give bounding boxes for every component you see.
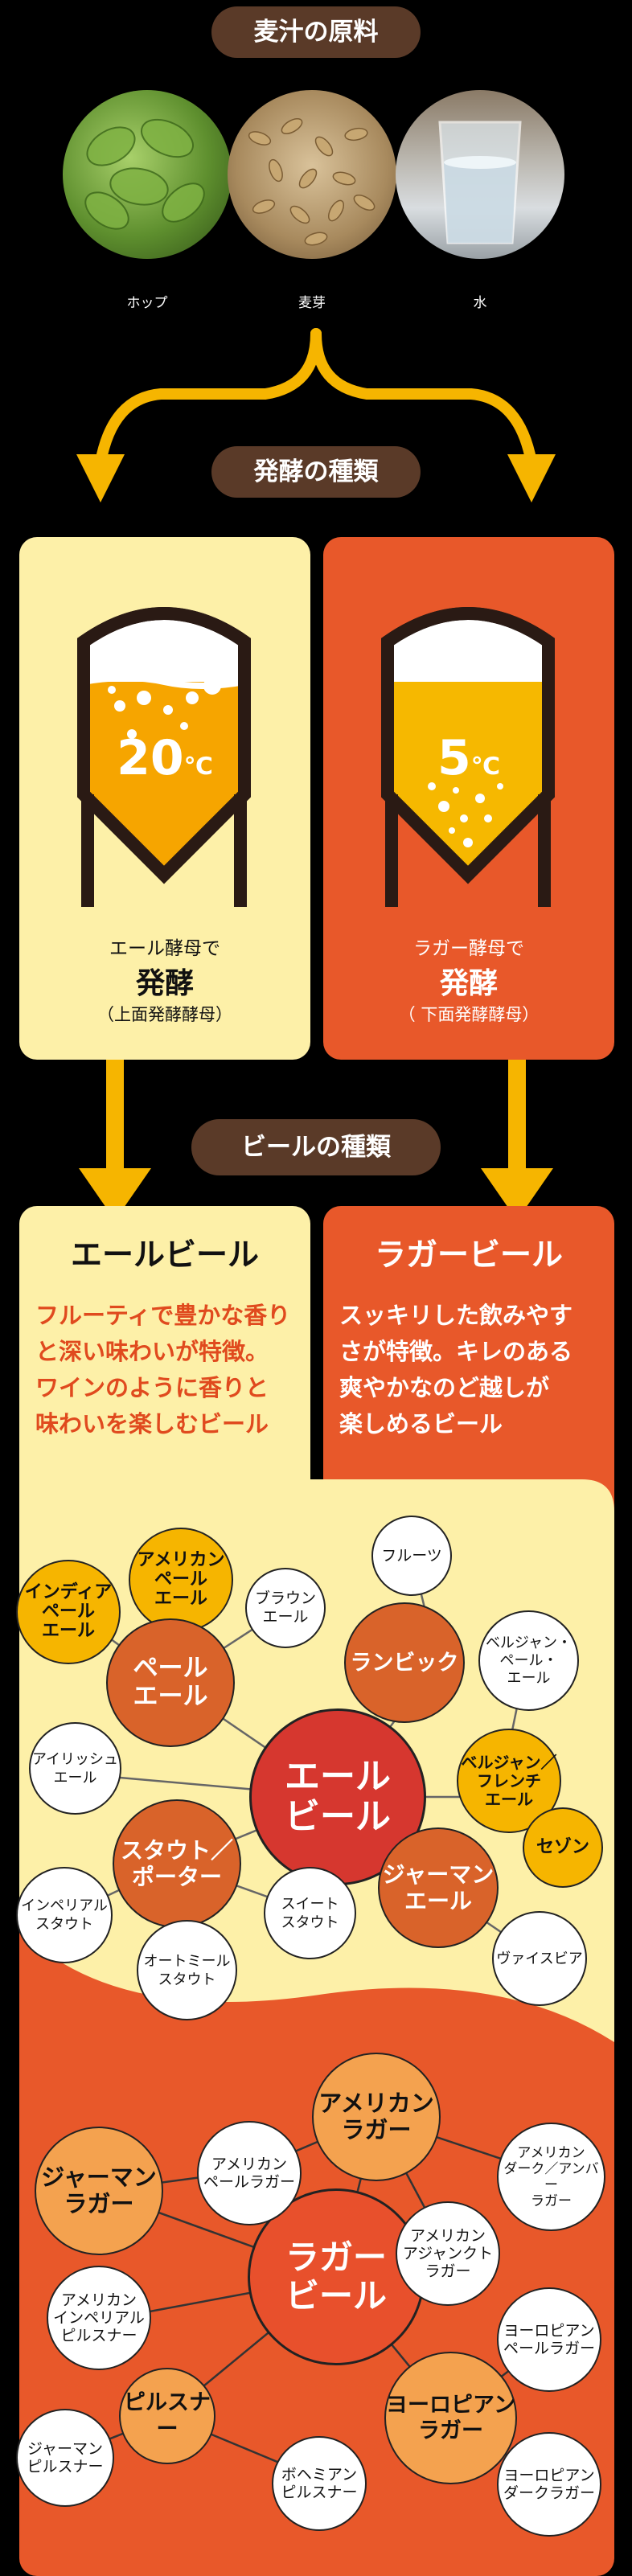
node-german-pilsner: ジャーマン ピルスナー xyxy=(16,2409,114,2507)
ale-yeast-line: エール酵母で xyxy=(109,938,220,959)
node-weissbier: ヴァイスビア xyxy=(492,1911,587,2006)
split-arrows xyxy=(76,328,556,502)
node-india-pale-ale: インディア ペール エール xyxy=(16,1560,121,1664)
node-oatmeal-stout: オートミール スタウト xyxy=(137,1920,237,2020)
arrow-down-left-icon xyxy=(76,454,125,502)
node-european-dark-lager: ヨーロピアン ダークラガー xyxy=(497,2432,601,2537)
water-image xyxy=(396,90,564,259)
water-glass-icon xyxy=(438,121,522,244)
lager-beer-title: ラガービール xyxy=(374,1237,563,1274)
lager-yeast-type: （ 下面発酵酵母） xyxy=(398,1005,540,1024)
node-stout-porter: スタウト／ ポーター xyxy=(113,1799,241,1928)
arrow-down-lager-icon xyxy=(481,1168,553,1220)
ale-beer-description: フルーティで豊かな香り と深い味わいが特徴。 ワインのように香りと 味わいを楽し… xyxy=(35,1302,291,1438)
lager-tank-icon xyxy=(381,607,555,907)
ingredient-label-hops: ホップ xyxy=(126,295,168,311)
node-lager-beer: ラガー ビール xyxy=(248,2188,425,2365)
node-american-imperial-pilsner: アメリカン インペリアル ピルスナー xyxy=(47,2266,151,2370)
arrow-down-ale-icon xyxy=(79,1168,151,1220)
node-irish-ale: アイリッシュ エール xyxy=(29,1722,121,1815)
lager-beer-panel: ラガービール スッキリした飲みやす さが特徴。キレのある 爽やかなのど越しが 楽… xyxy=(323,1206,614,1503)
node-saison: セゾン xyxy=(523,1807,603,1888)
ale-beer-title: エールビール xyxy=(70,1237,259,1274)
node-american-lager: アメリカン ラガー xyxy=(312,2053,441,2181)
node-american-pale-lager: アメリカン ペールラガー xyxy=(197,2121,302,2225)
ale-beer-panel: エールビール フルーティで豊かな香り と深い味わいが特徴。 ワインのように香りと… xyxy=(19,1206,310,1503)
node-american-dark-amber-lager: アメリカン ダーク／アンバー ラガー xyxy=(497,2123,605,2231)
ale-temperature: 20℃ xyxy=(117,730,213,786)
node-american-adjunct-lager: アメリカン アジャンクト ラガー xyxy=(396,2201,500,2306)
malt-texture-icon xyxy=(248,117,376,246)
ale-fermentation-panel: 20℃ エール酵母で 発酵 （上面発酵酵母） xyxy=(19,537,310,1060)
node-sweet-stout: スイート スタウト xyxy=(264,1867,356,1959)
node-european-pale-lager: ヨーロピアン ペールラガー xyxy=(497,2287,601,2392)
ingredient-label-water: 水 xyxy=(473,295,487,311)
node-german-lager: ジャーマン ラガー xyxy=(35,2127,163,2255)
node-lambic: ランビック xyxy=(344,1602,465,1723)
node-belgian-pale-ale: ベルジャン・ ペール・ エール xyxy=(478,1610,579,1711)
node-imperial-stout: インペリアル スタウト xyxy=(16,1867,113,1963)
hops-image xyxy=(63,90,232,259)
node-brown-ale: ブラウン エール xyxy=(245,1568,326,1648)
ale-ferment-label: 発酵 xyxy=(135,967,194,1000)
lager-temperature: 5℃ xyxy=(437,730,501,786)
malt-image xyxy=(228,90,396,259)
node-european-lager: ヨーロピアン ラガー xyxy=(384,2352,517,2484)
lager-beer-description: スッキリした飲みやす さが特徴。キレのある 爽やかなのど越しが 楽しめるビール xyxy=(339,1302,573,1438)
node-pale-ale: ペール エール xyxy=(106,1618,235,1747)
lager-ferment-label: 発酵 xyxy=(439,967,498,1000)
ale-tank-icon xyxy=(77,607,251,907)
lager-yeast-line: ラガー酵母で xyxy=(413,938,524,959)
ingredient-label-malt: 麦芽 xyxy=(298,295,326,311)
section-title-ingredients: 麦汁の原料 xyxy=(211,6,421,58)
node-pilsner: ピルスナー xyxy=(119,2368,215,2464)
node-fruit: フルーツ xyxy=(371,1516,452,1596)
hops-texture-icon xyxy=(84,118,205,230)
section-title-beer-types: ビールの種類 xyxy=(191,1119,441,1175)
lager-fermentation-panel: 5℃ ラガー酵母で 発酵 （ 下面発酵酵母） xyxy=(323,537,614,1060)
section-title-fermentation: 発酵の種類 xyxy=(211,446,421,498)
ale-yeast-type: （上面発酵酵母） xyxy=(97,1005,232,1024)
node-bohemian-pilsner: ボヘミアン ピルスナー xyxy=(272,2436,367,2531)
down-arrows xyxy=(79,1060,553,1220)
arrow-down-right-icon xyxy=(507,454,556,502)
node-german-ale: ジャーマン エール xyxy=(378,1827,499,1948)
